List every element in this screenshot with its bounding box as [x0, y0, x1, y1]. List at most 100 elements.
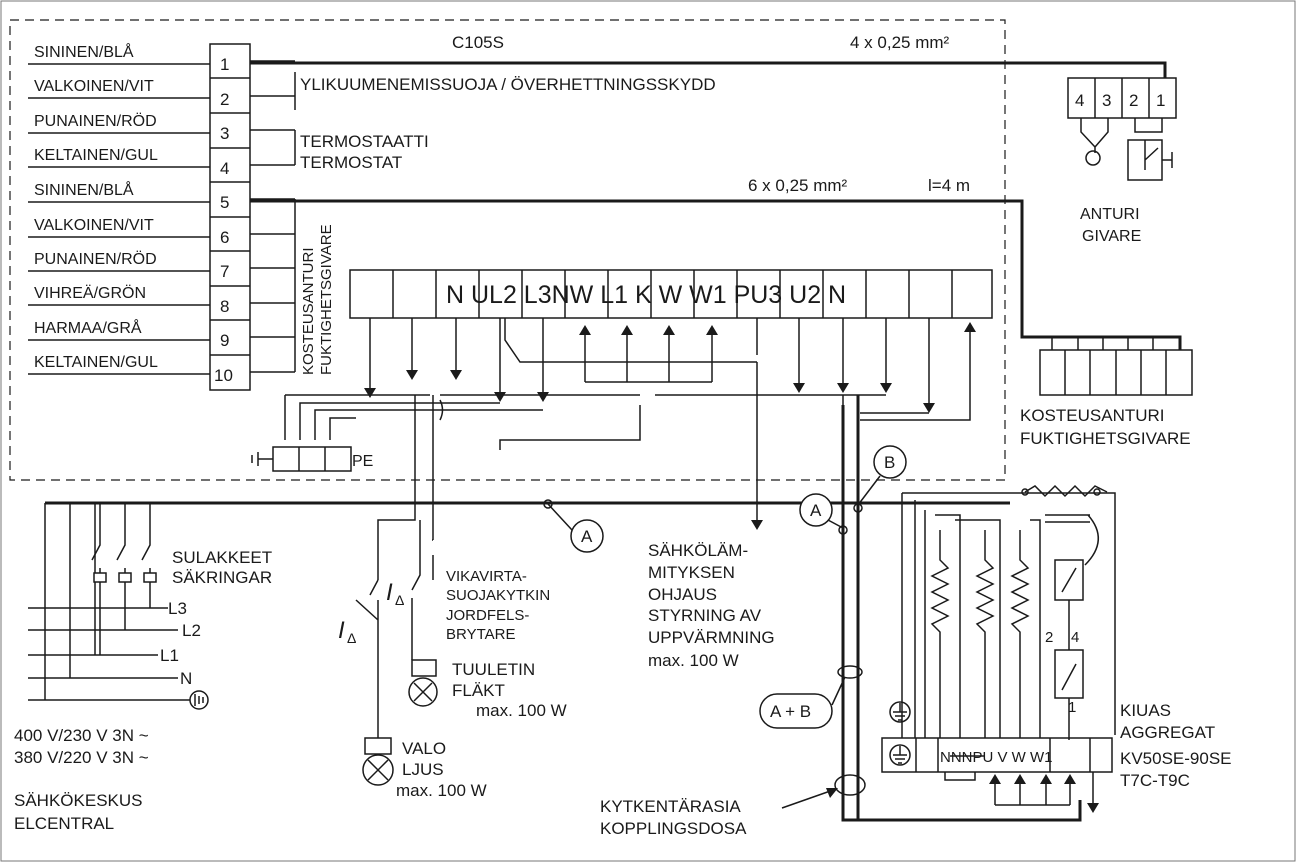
- controller-terminal-row: [349, 269, 993, 319]
- mains-line-label: L1: [160, 646, 179, 665]
- controller-enclosure: [9, 19, 1006, 481]
- cable-marker-ab: [759, 676, 846, 729]
- mains-wiring: [28, 501, 1010, 701]
- mains-line-label: N: [180, 669, 192, 688]
- terminal-number: 9: [220, 331, 229, 350]
- wire-label: SININEN/BLÅ: [34, 180, 134, 199]
- overheat-label: YLIKUUMENEMISSUOJA / ÖVERHETTNINGSSKYDD: [300, 75, 716, 94]
- heating-control-line-5: UPPVÄRMNING: [648, 628, 775, 647]
- rcd-line-4: BRYTARE: [446, 626, 515, 643]
- humidity-sensor-block: [1039, 337, 1193, 396]
- light-icon: [362, 680, 394, 786]
- terminal-strip: [209, 43, 251, 391]
- fuses-fi: SULAKKEET: [172, 548, 272, 567]
- terminal-number: 10: [214, 366, 233, 385]
- heater-ground-icons: [889, 701, 911, 766]
- rcd-line-3: JORDFELS-: [446, 607, 529, 624]
- controller-model: C105S: [452, 33, 504, 52]
- rcd-symbol-a: I: [338, 617, 345, 644]
- thermostat-sv: TERMOSTAT: [300, 153, 402, 172]
- heater-block: [881, 484, 1116, 773]
- heating-control-line-4: STYRNING AV: [648, 606, 762, 625]
- fan-icon: [408, 659, 438, 707]
- cable-marker-a-heater: [799, 493, 844, 529]
- sensor-terminal-number: 3: [1102, 91, 1111, 110]
- rcd-symbol-b-sub: Δ: [395, 592, 404, 608]
- rcd-symbol-b: I: [386, 579, 393, 606]
- junction-box-sv: KOPPLINGSDOSA: [600, 819, 747, 838]
- sensor-terminal-number: 2: [1129, 91, 1138, 110]
- panel-fi: SÄHKÖKESKUS: [14, 791, 143, 810]
- heating-control-line-3: OHJAUS: [648, 585, 717, 604]
- pe-terminal: [251, 446, 352, 472]
- heater-label-sv: AGGREGAT: [1120, 723, 1215, 742]
- terminal-number: 2: [220, 90, 229, 109]
- cable-marker-b: [857, 445, 907, 506]
- terminal-number: 3: [220, 124, 229, 143]
- sensor-terminal-number: 1: [1156, 91, 1165, 110]
- wire-label: PUNAINEN/RÖD: [34, 250, 157, 268]
- controller-wiring: [284, 318, 976, 530]
- sensor-block: [1067, 77, 1177, 181]
- light-label-fi: VALO: [402, 739, 446, 758]
- cable-marker-a-label: A: [581, 527, 593, 546]
- fan-label-sv: FLÄKT: [452, 681, 505, 700]
- sensor-terminal-number: 4: [1075, 91, 1084, 110]
- heater-label-fi: KIUAS: [1120, 701, 1171, 720]
- junction-box-fi: KYTKENTÄRASIA: [600, 797, 741, 816]
- controller-terminal-labels: N UL2 L3NW L1 K W W1 PU3 U2 N: [446, 281, 846, 309]
- pe-label: PE: [352, 453, 373, 470]
- terminal-number: 8: [220, 297, 229, 316]
- wire-label: VIHREÄ/GRÖN: [34, 284, 146, 302]
- humidity-vertical-fi: KOSTEUSANTURI: [300, 247, 317, 375]
- sensor-label-sv: GIVARE: [1082, 228, 1141, 245]
- mains-line-label: L2: [182, 621, 201, 640]
- mains-voltage-1: 400 V/230 V 3N ~: [14, 726, 149, 745]
- mains-line-label: L3: [168, 599, 187, 618]
- wire-label: KELTAINEN/GUL: [34, 147, 158, 164]
- cable-marker-a-heater-label: A: [810, 501, 822, 520]
- terminal-number: 6: [220, 228, 229, 247]
- humidity-cable: [250, 199, 1182, 350]
- junction-box-arrow: [826, 788, 838, 798]
- cable-marker-b-label: B: [884, 453, 895, 472]
- wire-label: VALKOINEN/VIT: [34, 78, 154, 95]
- fuses-sv: SÄKRINGAR: [172, 568, 272, 587]
- ground-symbol-lines: [194, 694, 204, 706]
- humidity-label-fi: KOSTEUSANTURI: [1020, 406, 1165, 425]
- heater-model-2: T7C-T9C: [1120, 771, 1190, 790]
- fan-power: max. 100 W: [476, 701, 567, 720]
- terminal-stubs: [250, 60, 296, 373]
- wire-label: KELTAINEN/GUL: [34, 354, 158, 371]
- humidity-vertical-sv: FUKTIGHETSGIVARE: [318, 224, 335, 375]
- sensor-cable-label: 4 x 0,25 mm²: [850, 33, 950, 52]
- humidity-label-sv: FUKTIGHETSGIVARE: [1020, 429, 1191, 448]
- rcd-wiring: [355, 395, 641, 680]
- thermostat-fi: TERMOSTAATTI: [300, 132, 429, 151]
- cable-marker-ab-label: A + B: [770, 702, 811, 721]
- mains-voltage-2: 380 V/220 V 3N ~: [14, 748, 149, 767]
- cable-length-label: l=4 m: [928, 176, 970, 195]
- ground-symbol-mains: [189, 690, 209, 710]
- heating-control-line-2: MITYKSEN: [648, 563, 735, 582]
- wire-label: PUNAINEN/RÖD: [34, 112, 157, 130]
- terminal-number: 1: [220, 55, 229, 74]
- wire-label: SININEN/BLÅ: [34, 42, 134, 61]
- heater-model-1: KV50SE-90SE: [1120, 749, 1232, 768]
- heating-control-power: max. 100 W: [648, 651, 739, 670]
- terminal-number: 7: [220, 262, 229, 281]
- heater-terminal-labels: NNNPU V W W1: [940, 749, 1053, 766]
- rcd-symbol-a-sub: Δ: [347, 630, 356, 646]
- humidity-cable-label: 6 x 0,25 mm²: [748, 176, 848, 195]
- junction-box-pointer: [781, 788, 837, 809]
- heater-relay-4: 4: [1071, 629, 1079, 646]
- fan-label-fi: TUULETIN: [452, 660, 535, 679]
- heater-terminal-arrows: [944, 772, 1099, 813]
- wire-label-list: SININEN/BLÅ VALKOINEN/VIT PUNAINEN/RÖD K…: [34, 42, 158, 371]
- panel-sv: ELCENTRAL: [14, 814, 114, 833]
- heating-control-line-1: SÄHKÖLÄM-: [648, 541, 748, 560]
- wire-label: HARMAA/GRÅ: [34, 318, 142, 337]
- sensor-cable: [250, 61, 1167, 78]
- wire-label: VALKOINEN/VIT: [34, 217, 154, 234]
